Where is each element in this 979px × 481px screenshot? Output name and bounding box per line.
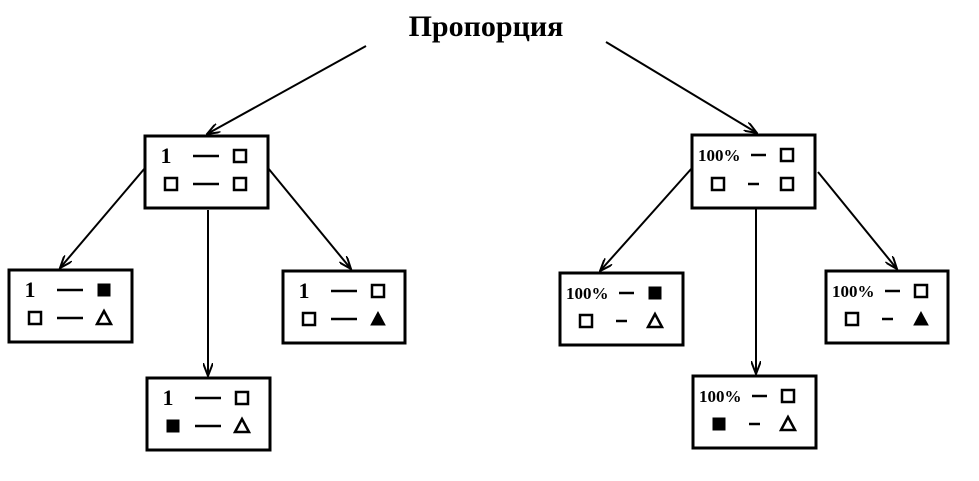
proportion-value: 100% (566, 284, 609, 303)
proportion-value: 1 (299, 278, 310, 303)
arrow-left-root-to-left-a (60, 167, 146, 268)
open-square-icon (913, 283, 929, 299)
open-square-icon (779, 176, 795, 192)
nodes-layer: 1 1 1 1 100% 100% 100% 100% (7, 133, 950, 452)
box-frame (690, 133, 817, 210)
open-square-icon (232, 176, 248, 192)
proportion-box-left-root: 1 (143, 134, 270, 210)
open-square-icon (301, 311, 317, 327)
filled-square-icon (97, 283, 111, 297)
box-frame (7, 268, 134, 344)
proportion-value: 1 (161, 143, 172, 168)
proportion-value: 1 (163, 385, 174, 410)
proportion-box-left-c: 1 (281, 269, 407, 345)
filled-triangle-icon (913, 310, 929, 326)
box-frame (558, 271, 685, 347)
proportion-box-right-root: 100% (690, 133, 817, 210)
proportion-box-left-b: 1 (145, 376, 272, 452)
open-square-icon (780, 388, 796, 404)
proportion-box-right-c: 100% (824, 269, 950, 345)
filled-square-icon (648, 286, 662, 300)
open-square-icon (370, 283, 386, 299)
filled-square-icon (712, 417, 726, 431)
open-triangle-icon (94, 308, 114, 326)
diagram-title: Пропорция (409, 10, 564, 43)
proportion-value: 1 (25, 277, 36, 302)
box-frame (824, 269, 950, 345)
arrow-title-to-right-root (605, 41, 757, 133)
proportion-value: 100% (832, 282, 875, 301)
filled-triangle-icon (370, 310, 386, 326)
open-square-icon (27, 310, 43, 326)
proportion-value: 100% (699, 387, 742, 406)
open-square-icon (163, 176, 179, 192)
open-triangle-icon (232, 416, 252, 434)
proportion-box-left-a: 1 (7, 268, 134, 344)
box-frame (281, 269, 407, 345)
open-square-icon (779, 147, 795, 163)
open-triangle-icon (778, 414, 798, 432)
arrow-left-root-to-left-c (267, 167, 351, 269)
box-frame (145, 376, 272, 452)
open-triangle-icon (645, 311, 665, 329)
arrow-right-root-to-right-a (600, 167, 693, 271)
arrow-right-root-to-right-c (817, 171, 897, 269)
open-square-icon (578, 313, 594, 329)
edges-layer (60, 41, 897, 376)
proportion-value: 100% (698, 146, 741, 165)
open-square-icon (710, 176, 726, 192)
filled-square-icon (166, 419, 180, 433)
open-square-icon (844, 311, 860, 327)
open-square-icon (232, 148, 248, 164)
box-frame (691, 374, 818, 450)
box-frame (143, 134, 270, 210)
proportion-box-right-a: 100% (558, 271, 685, 347)
arrow-title-to-left-root (207, 45, 367, 134)
open-square-icon (234, 390, 250, 406)
proportion-box-right-b: 100% (691, 374, 818, 450)
